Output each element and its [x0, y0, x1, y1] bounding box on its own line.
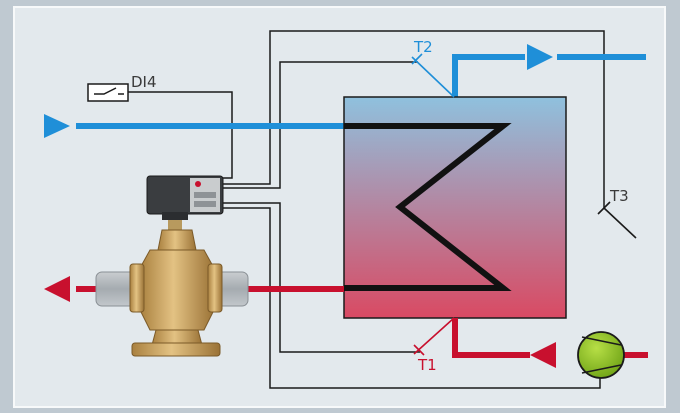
actuator-display [194, 192, 216, 198]
flow-arrow-icon [44, 114, 70, 138]
valve-base [131, 342, 221, 357]
sensor-t1: T1 [413, 317, 455, 374]
exchanger-body [343, 96, 567, 319]
return-pipe [44, 276, 648, 368]
actuator-icon [146, 175, 224, 220]
sensor-t3-probe [597, 201, 637, 239]
heat-exchanger-icon [343, 96, 567, 319]
switch-contact [94, 87, 124, 95]
exchanger-coil [344, 123, 512, 291]
diagram-panel [13, 6, 666, 408]
t3-label: T3 [609, 187, 629, 205]
sensor-t2-probe [411, 53, 455, 98]
actuator-display-2 [194, 201, 216, 207]
control-wiring [128, 30, 605, 389]
wire-t1 [220, 202, 420, 353]
blue-pipe-right [557, 54, 646, 60]
pump-body [577, 331, 625, 379]
red-pipe-left [76, 286, 106, 292]
sensor-t2: T2 [411, 38, 455, 98]
di4-label: DI4 [131, 73, 157, 91]
actuator-indicator [195, 181, 201, 187]
wire-t2 [220, 30, 605, 208]
red-pipe-riser [452, 318, 530, 358]
t1-label: T1 [417, 356, 437, 374]
flow-arrow-icon [530, 342, 556, 368]
red-pipe-mid [246, 286, 344, 292]
valve-flange-right [207, 263, 223, 313]
supply-pipe-in [44, 114, 344, 138]
wire-di4 [128, 91, 233, 179]
actuator-neck [162, 212, 188, 220]
pump-triangle [581, 336, 622, 374]
di4-switch: DI4 [87, 73, 157, 102]
flow-arrow-icon [44, 276, 70, 302]
valve-bonnet [157, 229, 197, 251]
valve-icon [129, 216, 223, 357]
wire-bottom-loop [220, 207, 601, 389]
sensor-t3: T3 [597, 187, 637, 239]
t2-label: T2 [413, 38, 433, 56]
sensor-t1-probe [413, 317, 455, 356]
pump-icon [577, 331, 625, 379]
flow-arrow-icon [527, 44, 553, 70]
blue-pipe-left [76, 123, 344, 129]
blue-pipe-riser [452, 54, 525, 97]
supply-pipe-out [452, 44, 646, 97]
valve-flange-left [129, 263, 145, 313]
valve-housing [139, 249, 215, 331]
red-pipe-right [624, 352, 648, 358]
